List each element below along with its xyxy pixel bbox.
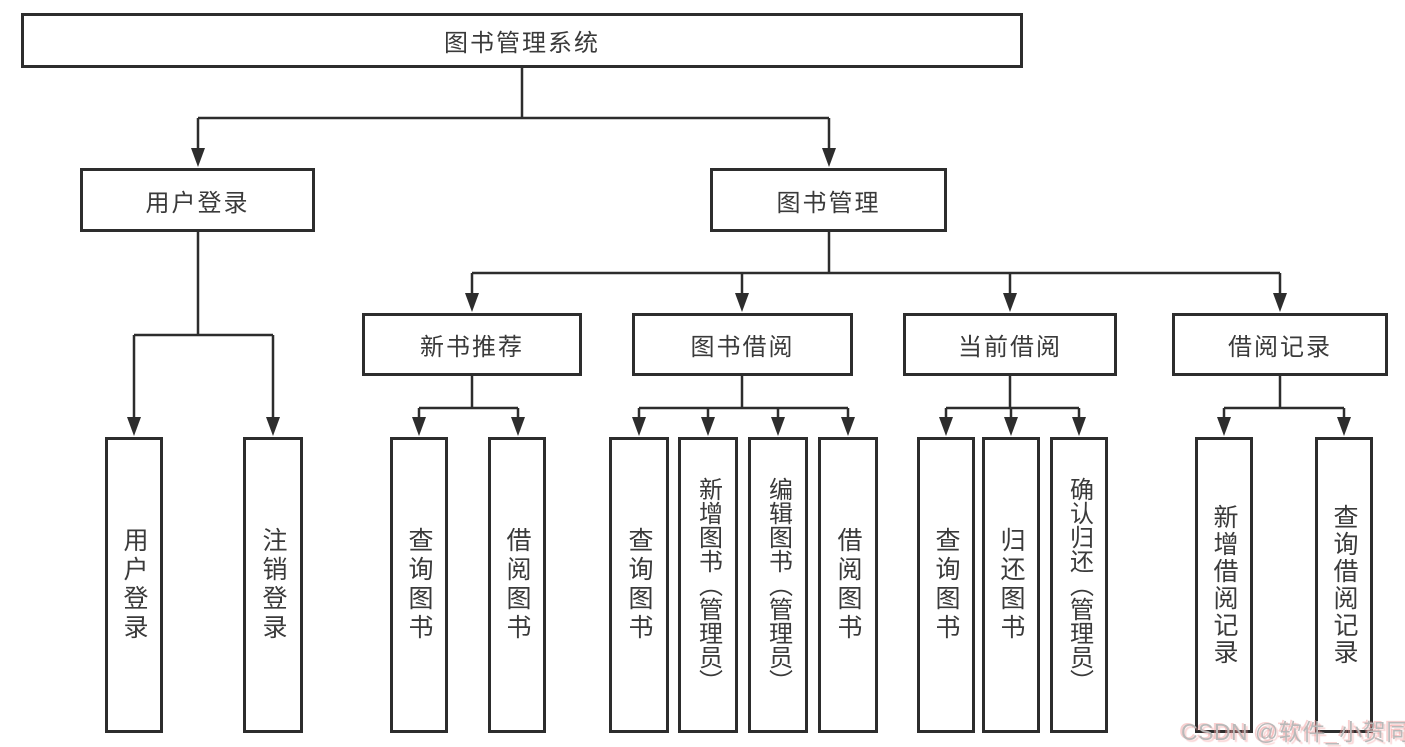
node-leaf-nbr-query-books: 查询图书 (390, 437, 448, 733)
node-leaf-cb-query-books-label: 查询图书 (932, 527, 960, 643)
node-book-management-label: 图书管理 (776, 189, 881, 217)
node-leaf-user-login-label: 用户登录 (120, 527, 148, 643)
node-user-login: 用户登录 (80, 168, 315, 232)
node-leaf-br-add-record: 新增借阅记录 (1195, 437, 1253, 733)
node-new-book-recommend: 新书推荐 (362, 313, 582, 376)
node-leaf-nbr-borrow-books-label: 借阅图书 (503, 527, 531, 643)
node-leaf-cb-confirm-return-admin-label: 确认归还（管理员） (1065, 477, 1093, 693)
node-leaf-bb-query-books: 查询图书 (609, 437, 669, 733)
node-book-borrow-label: 图书借阅 (690, 334, 795, 361)
node-leaf-user-login: 用户登录 (105, 437, 163, 733)
node-leaf-br-query-record: 查询借阅记录 (1315, 437, 1373, 733)
node-leaf-bb-borrow-books-label: 借阅图书 (834, 527, 862, 643)
node-current-borrow: 当前借阅 (903, 313, 1117, 376)
node-leaf-cb-return-books-label: 归还图书 (997, 527, 1025, 643)
node-leaf-logout-label: 注销登录 (259, 527, 287, 643)
node-leaf-bb-borrow-books: 借阅图书 (818, 437, 878, 733)
node-book-borrow: 图书借阅 (632, 313, 853, 376)
node-borrow-records-label: 借阅记录 (1228, 334, 1332, 361)
node-root: 图书管理系统 (21, 13, 1023, 68)
csdn-watermark: CSDN @软件_小贺同学 (1181, 719, 1405, 745)
node-new-book-recommend-label: 新书推荐 (420, 334, 524, 361)
node-leaf-br-add-record-label: 新增借阅记录 (1210, 504, 1238, 666)
node-leaf-bb-edit-books-admin-label: 编辑图书（管理员） (764, 477, 792, 693)
node-book-management: 图书管理 (710, 168, 947, 232)
node-leaf-nbr-query-books-label: 查询图书 (405, 527, 433, 643)
node-leaf-bb-add-books-admin-label: 新增图书（管理员） (694, 477, 722, 693)
node-leaf-br-query-record-label: 查询借阅记录 (1330, 504, 1358, 666)
node-leaf-bb-edit-books-admin: 编辑图书（管理员） (748, 437, 808, 733)
node-leaf-bb-add-books-admin: 新增图书（管理员） (678, 437, 738, 733)
node-leaf-nbr-borrow-books: 借阅图书 (488, 437, 546, 733)
node-current-borrow-label: 当前借阅 (958, 334, 1062, 361)
node-leaf-cb-confirm-return-admin: 确认归还（管理员） (1050, 437, 1108, 733)
node-borrow-records: 借阅记录 (1172, 313, 1388, 376)
node-leaf-cb-return-books: 归还图书 (982, 437, 1040, 733)
node-leaf-cb-query-books: 查询图书 (917, 437, 975, 733)
node-user-login-label: 用户登录 (145, 189, 250, 217)
node-leaf-logout: 注销登录 (243, 437, 303, 733)
node-root-label: 图书管理系统 (444, 30, 600, 57)
node-leaf-bb-query-books-label: 查询图书 (625, 527, 653, 643)
